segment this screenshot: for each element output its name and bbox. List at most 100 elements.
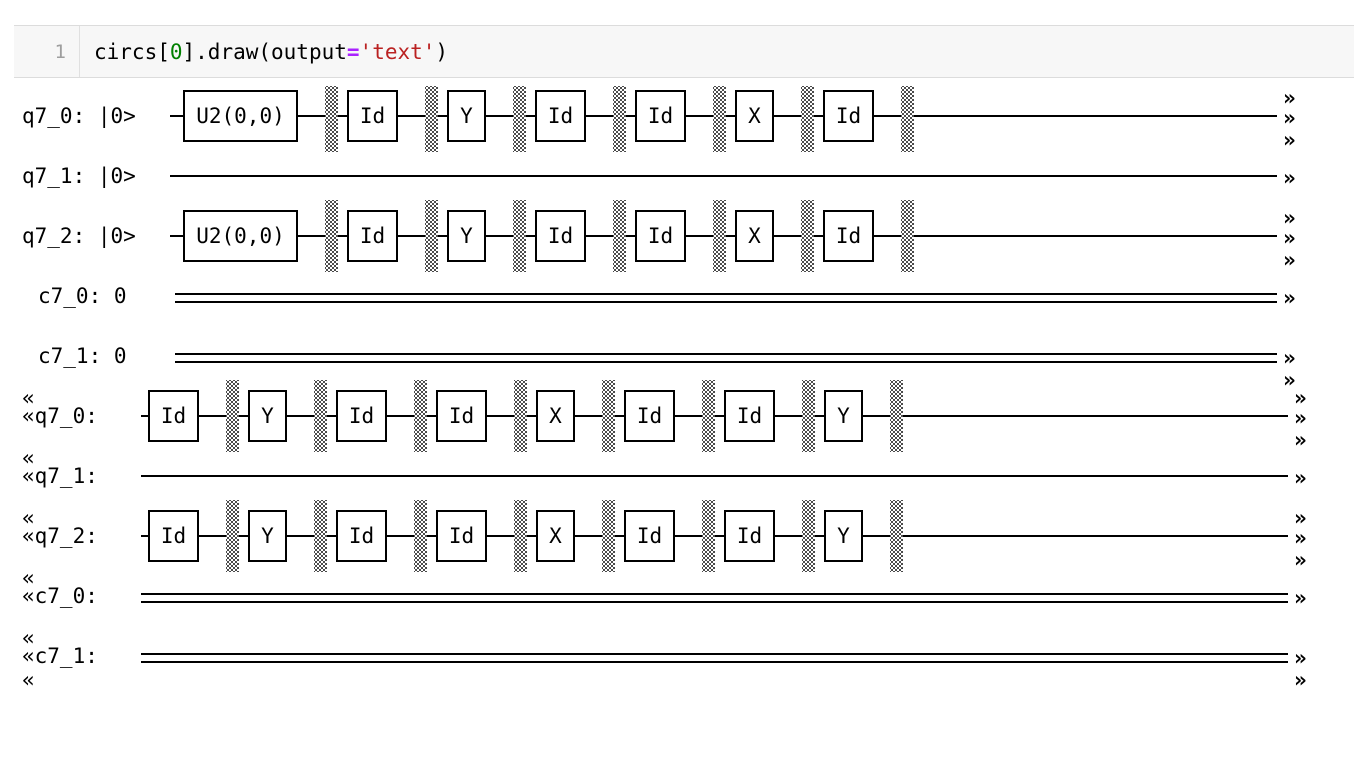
gate-u200[interactable]: U2(0,0) [183,90,298,142]
continuation-right-marker: » [1283,166,1296,190]
gate-id[interactable]: Id [148,510,199,562]
continuation-right-marker: » [1294,506,1307,530]
gate-x[interactable]: X [735,90,774,142]
barrier [890,380,903,452]
gate-id[interactable]: Id [336,510,387,562]
gate-id[interactable]: Id [436,510,487,562]
barrier [801,86,814,152]
barrier [613,86,626,152]
gate-id[interactable]: Id [336,390,387,442]
continuation-right-marker: » [1283,346,1296,370]
wire-label-c7_0: c7_0: 0 [38,284,127,308]
barrier [425,200,438,272]
classical-wire-c7_0 [141,593,1288,603]
gate-y[interactable]: Y [824,510,863,562]
code-token-plain-1: circs[ [94,39,170,64]
barrier [314,380,327,452]
wire-label-q7_0: «q7_0: [22,404,111,428]
gate-id[interactable]: Id [823,210,874,262]
barrier [713,86,726,152]
continuation-right-marker: » [1283,226,1296,250]
circuit-wire-row: c7_1: 0 »» [0,326,1354,391]
gate-y[interactable]: Y [248,510,287,562]
quantum-wire-q7_1 [141,475,1288,477]
continuation-right-marker: » [1294,586,1307,610]
continuation-left-marker: « [22,506,35,530]
cell-prompt-number: 1 [14,26,80,77]
continuation-right-marker: » [1283,128,1296,152]
continuation-right-marker: » [1294,526,1307,550]
gate-u200[interactable]: U2(0,0) [183,210,298,262]
wire-label-c7_0: «c7_0: [22,584,111,608]
barrier [514,380,527,452]
gate-x[interactable]: X [536,510,575,562]
continuation-right-marker: » [1283,86,1296,110]
continuation-right-marker: » [1283,368,1296,392]
continuation-right-marker: » [1283,106,1296,130]
barrier [901,86,914,152]
gate-id[interactable]: Id [148,390,199,442]
barrier [414,500,427,572]
wire-label-c7_1: c7_1: 0 [38,344,127,368]
gate-id[interactable]: Id [624,510,675,562]
barrier [801,200,814,272]
gate-id[interactable]: Id [635,210,686,262]
code-cell[interactable]: 1 circs[0].draw(output='text') [14,25,1354,78]
continuation-right-marker: » [1294,466,1307,490]
gate-id[interactable]: Id [635,90,686,142]
gate-id[interactable]: Id [436,390,487,442]
gate-id[interactable]: Id [535,90,586,142]
gate-id[interactable]: Id [347,90,398,142]
gate-x[interactable]: X [536,390,575,442]
wire-label-q7_2: q7_2: |0> [22,224,136,248]
gate-id[interactable]: Id [724,510,775,562]
continuation-right-marker: » [1283,286,1296,310]
barrier [702,500,715,572]
wire-label-q7_1: «q7_1: [22,464,111,488]
circuit-wire-row: c7_0: 0 » [0,266,1354,326]
wire-label-c7_1: «c7_1: [22,644,111,668]
continuation-right-marker: » [1294,406,1307,430]
code-token-operator: = [346,39,360,64]
continuation-left-marker: « [22,446,35,470]
gate-id[interactable]: Id [624,390,675,442]
wire-label-q7_2: «q7_2: [22,524,111,548]
continuation-left-marker: « [22,566,35,590]
barrier [314,500,327,572]
barrier [513,200,526,272]
continuation-right-marker: » [1283,206,1296,230]
gate-id[interactable]: Id [535,210,586,262]
gate-id[interactable]: Id [347,210,398,262]
circuit-wire-row: «c7_1: ««»» [0,626,1354,691]
gate-id[interactable]: Id [724,390,775,442]
barrier [713,200,726,272]
barrier [325,200,338,272]
barrier [802,500,815,572]
barrier [901,200,914,272]
code-input-area[interactable]: circs[0].draw(output='text') [80,26,1354,77]
classical-wire-c7_0 [175,293,1277,303]
gate-y[interactable]: Y [248,390,287,442]
gate-y[interactable]: Y [447,210,486,262]
gate-y[interactable]: Y [824,390,863,442]
continuation-right-marker: » [1294,548,1307,572]
circuit-wire-row: «q7_1: « » [0,446,1354,506]
continuation-right-marker: » [1294,386,1307,410]
continuation-left-marker: « [22,626,35,650]
continuation-right-marker: » [1283,248,1296,272]
barrier [702,380,715,452]
gate-y[interactable]: Y [447,90,486,142]
gate-id[interactable]: Id [823,90,874,142]
barrier [513,86,526,152]
gate-x[interactable]: X [735,210,774,262]
barrier [602,500,615,572]
barrier [226,500,239,572]
barrier [425,86,438,152]
barrier [414,380,427,452]
